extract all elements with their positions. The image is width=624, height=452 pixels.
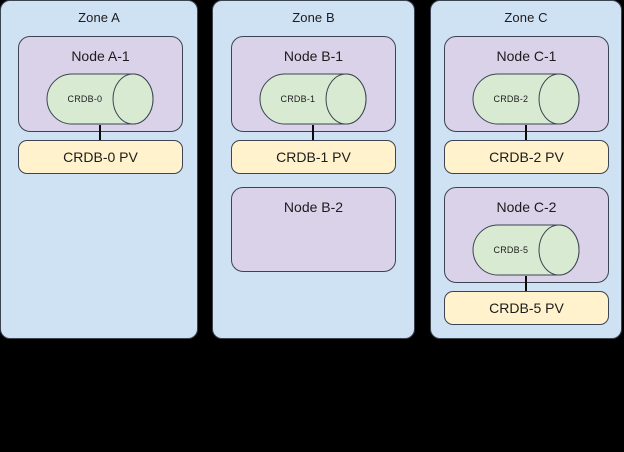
pv-box-crdb-1-pv: CRDB-1 PV bbox=[231, 140, 396, 174]
node-label-node-c-2: Node C-2 bbox=[496, 199, 557, 215]
node-label-node-a-1: Node A-1 bbox=[71, 48, 130, 64]
pv-box-crdb-2-pv: CRDB-2 PV bbox=[444, 140, 609, 174]
database-cylinder-crdb-2: CRDB-2 bbox=[472, 73, 580, 125]
pv-label-crdb-0-pv: CRDB-0 PV bbox=[63, 149, 138, 165]
zone-title-zone-a: Zone A bbox=[78, 10, 120, 25]
database-cylinder-crdb-0: CRDB-0 bbox=[46, 73, 154, 125]
pv-label-crdb-1-pv: CRDB-1 PV bbox=[276, 149, 351, 165]
database-cylinder-crdb-1: CRDB-1 bbox=[259, 73, 367, 125]
connector-node-c-1 bbox=[525, 125, 527, 141]
node-label-node-c-1: Node C-1 bbox=[496, 48, 557, 64]
pv-box-crdb-0-pv: CRDB-0 PV bbox=[18, 140, 183, 174]
zone-title-zone-b: Zone B bbox=[292, 10, 335, 25]
database-cylinder-crdb-5: CRDB-5 bbox=[472, 224, 580, 276]
connector-node-b-1 bbox=[312, 125, 314, 141]
zone-title-zone-c: Zone C bbox=[504, 10, 548, 25]
node-label-node-b-1: Node B-1 bbox=[283, 48, 344, 64]
pv-label-crdb-2-pv: CRDB-2 PV bbox=[489, 149, 564, 165]
node-label-node-b-2: Node B-2 bbox=[283, 199, 344, 215]
pv-box-crdb-5-pv: CRDB-5 PV bbox=[444, 291, 609, 325]
connector-node-c-2 bbox=[525, 276, 527, 292]
pv-label-crdb-5-pv: CRDB-5 PV bbox=[489, 300, 564, 316]
node-box-node-b-2: Node B-2 bbox=[231, 187, 396, 272]
connector-node-a-1 bbox=[99, 125, 101, 141]
